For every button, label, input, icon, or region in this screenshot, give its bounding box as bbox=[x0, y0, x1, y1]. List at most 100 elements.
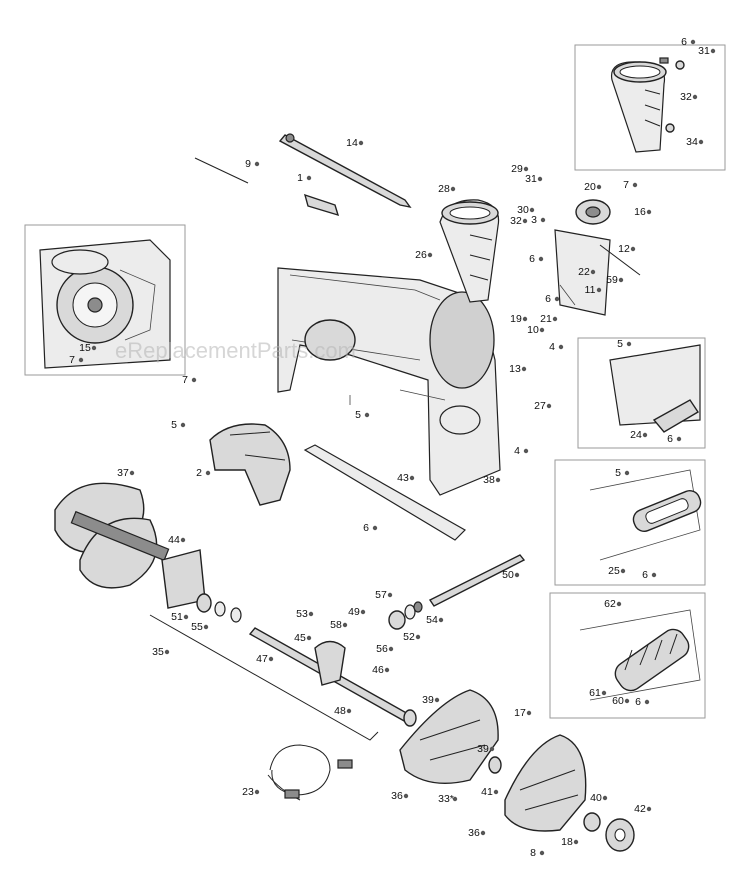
callout-dot-c-16 bbox=[646, 209, 652, 215]
callout-c-3: 3 bbox=[531, 214, 537, 226]
callout-dot-c-5-r1 bbox=[626, 341, 632, 347]
callout-c-51: 51 bbox=[171, 611, 183, 623]
callout-dot-c-26 bbox=[427, 252, 433, 258]
callout-c-39-b: 39 bbox=[477, 743, 489, 755]
callout-c-58: 58 bbox=[330, 619, 342, 631]
callout-dot-c-29 bbox=[523, 166, 529, 172]
callout-c-59: 59 bbox=[606, 274, 618, 286]
callout-c-27: 27 bbox=[534, 400, 546, 412]
callout-dot-c-30 bbox=[529, 207, 535, 213]
callout-dot-c-34 bbox=[698, 139, 704, 145]
callout-dot-c-48 bbox=[346, 708, 352, 714]
callout-dot-c-27 bbox=[546, 403, 552, 409]
callout-c-10: 10 bbox=[527, 324, 539, 336]
callout-dot-c-8 bbox=[539, 850, 545, 856]
callout-c-15: 15 bbox=[79, 342, 91, 354]
callout-dot-c-9 bbox=[254, 161, 260, 167]
callout-c-16: 16 bbox=[634, 206, 646, 218]
callout-dot-c-45 bbox=[306, 635, 312, 641]
callout-c-17: 17 bbox=[514, 707, 526, 719]
callout-dot-c-33 bbox=[452, 796, 458, 802]
power-cord bbox=[267, 744, 353, 801]
callout-c-30: 30 bbox=[517, 204, 529, 216]
callout-dot-c-17 bbox=[526, 710, 532, 716]
callout-dot-c-14 bbox=[358, 140, 364, 146]
callout-dot-c-2 bbox=[205, 470, 211, 476]
callout-dot-c-37 bbox=[129, 470, 135, 476]
callout-dot-c-39-b bbox=[489, 746, 495, 752]
callout-dot-c-4-a bbox=[558, 344, 564, 350]
callout-c-6-r2: 6 bbox=[642, 569, 648, 581]
callout-dot-c-42 bbox=[646, 806, 652, 812]
callout-dot-c-57 bbox=[387, 592, 393, 598]
callout-dot-c-6-r2 bbox=[651, 572, 657, 578]
inset-skid-1 bbox=[577, 337, 706, 449]
callout-dot-c-4-b bbox=[523, 448, 529, 454]
callout-c-50: 50 bbox=[502, 569, 514, 581]
callout-dot-c-41 bbox=[493, 789, 499, 795]
callout-dot-c-12 bbox=[630, 246, 636, 252]
callout-dot-c-36-b bbox=[480, 830, 486, 836]
callout-c-57: 57 bbox=[375, 589, 387, 601]
callout-c-22: 22 bbox=[578, 266, 590, 278]
callout-c-49: 49 bbox=[348, 606, 360, 618]
callout-dot-c-5-b bbox=[364, 412, 370, 418]
callout-c-31: 31 bbox=[525, 173, 537, 185]
callout-dot-c-18 bbox=[573, 839, 579, 845]
pulley-assembly bbox=[554, 199, 641, 316]
callout-c-45: 45 bbox=[294, 632, 306, 644]
callout-c-19: 19 bbox=[510, 313, 522, 325]
scraper-bar bbox=[303, 444, 466, 541]
callout-c-39-a: 39 bbox=[422, 694, 434, 706]
shaft-50 bbox=[428, 554, 526, 607]
callout-c-6-b: 6 bbox=[545, 293, 551, 305]
watermark: eReplacementParts.com bbox=[115, 338, 356, 363]
callout-c-55: 55 bbox=[191, 621, 203, 633]
discharge-chute bbox=[439, 199, 500, 303]
callout-dot-c-32 bbox=[522, 218, 528, 224]
callout-dot-c-20 bbox=[596, 184, 602, 190]
callout-c-25: 25 bbox=[608, 565, 620, 577]
callout-dot-c-22 bbox=[590, 269, 596, 275]
callout-c-7-b: 7 bbox=[69, 354, 75, 366]
callout-dot-c-6-b bbox=[554, 296, 560, 302]
callout-c-37: 37 bbox=[117, 467, 129, 479]
callout-dot-c-36-a bbox=[403, 793, 409, 799]
callout-dot-c-6-c bbox=[372, 525, 378, 531]
callout-c-6-c: 6 bbox=[363, 522, 369, 534]
callout-c-48: 48 bbox=[334, 705, 346, 717]
callout-c-44: 44 bbox=[168, 534, 180, 546]
assembly-35-line bbox=[149, 614, 379, 741]
callout-dot-c-49 bbox=[360, 609, 366, 615]
callout-dot-c-21 bbox=[552, 316, 558, 322]
callout-c-20: 20 bbox=[584, 181, 596, 193]
callout-dot-c-7-a bbox=[632, 182, 638, 188]
inset-skid-3 bbox=[549, 592, 706, 719]
callout-dot-c-46 bbox=[384, 667, 390, 673]
callout-dot-c-40 bbox=[602, 795, 608, 801]
callout-c-56: 56 bbox=[376, 643, 388, 655]
callout-c-21: 21 bbox=[540, 313, 552, 325]
callout-dot-c-11 bbox=[596, 287, 602, 293]
callout-dot-c-52 bbox=[415, 634, 421, 640]
callout-dot-c-31-top bbox=[710, 48, 716, 54]
callout-dot-c-53 bbox=[308, 611, 314, 617]
callout-c-40: 40 bbox=[590, 792, 602, 804]
callout-c-23: 23 bbox=[242, 786, 254, 798]
callout-c-6-top: 6 bbox=[681, 36, 687, 48]
callout-c-11: 11 bbox=[585, 284, 596, 296]
callout-dot-c-44 bbox=[180, 537, 186, 543]
callout-c-33: 33* bbox=[438, 793, 454, 805]
bearing-18 bbox=[583, 812, 601, 832]
callout-c-5-r1: 5 bbox=[617, 338, 623, 350]
callout-c-43: 43 bbox=[397, 472, 409, 484]
callout-c-61: 61 bbox=[589, 687, 601, 699]
callout-dot-c-47 bbox=[268, 656, 274, 662]
auger-housing bbox=[277, 267, 501, 496]
callout-c-24: 24 bbox=[630, 429, 642, 441]
callout-c-6-r3: 6 bbox=[635, 696, 641, 708]
callout-c-5-b: 5 bbox=[355, 409, 361, 421]
callout-c-1: 1 bbox=[297, 172, 303, 184]
